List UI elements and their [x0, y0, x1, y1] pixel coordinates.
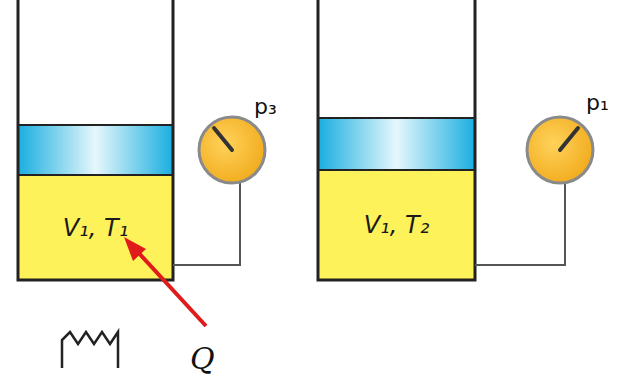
gauge-pipe — [475, 183, 565, 265]
cylinder-wall — [318, 0, 475, 280]
piston — [318, 118, 475, 170]
gas-volume: V₁, T₁ — [20, 176, 171, 279]
heat-label: Q — [190, 344, 215, 374]
pressure-gauge — [527, 117, 593, 183]
gauge-needle — [560, 128, 578, 150]
gauge-needle — [214, 128, 232, 150]
state-label: V₁, T₁ — [63, 214, 129, 242]
piston — [18, 125, 173, 175]
heat-arrow-shaft — [136, 250, 206, 326]
cylinder-wall — [18, 0, 173, 280]
heat-arrow — [124, 237, 206, 326]
gas-fill — [318, 169, 475, 280]
pressure-label: p₃ — [254, 96, 277, 118]
state-label: V₁, T₂ — [364, 211, 430, 239]
pressure-gauge — [199, 117, 265, 183]
gauge-pipe — [173, 183, 240, 265]
gas-volume: V₁, T₂ — [320, 171, 473, 279]
pressure-label: p₁ — [586, 92, 609, 114]
heater-symbol — [62, 332, 118, 368]
